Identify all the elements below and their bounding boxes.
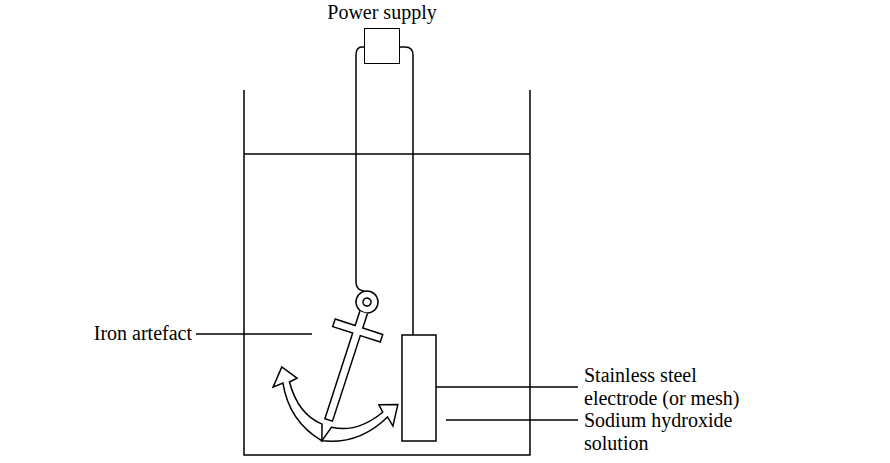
steel-electrode	[402, 335, 436, 441]
power-supply: Power supply	[298, 0, 466, 64]
leader-line	[436, 386, 578, 388]
component-label: Power supply	[298, 0, 466, 24]
wire	[356, 47, 364, 291]
liquid-surface	[244, 153, 530, 155]
anchor-artefact	[262, 272, 430, 460]
beaker	[244, 90, 530, 455]
leader-line	[446, 419, 578, 421]
leader-line	[196, 333, 312, 335]
part-label: Sodium hydroxide solution	[584, 409, 766, 455]
wire	[400, 47, 413, 335]
power-supply-box	[364, 28, 400, 64]
part-label: Iron artefact	[0, 322, 192, 345]
part-label: Stainless steel electrode (or mesh)	[584, 364, 766, 410]
